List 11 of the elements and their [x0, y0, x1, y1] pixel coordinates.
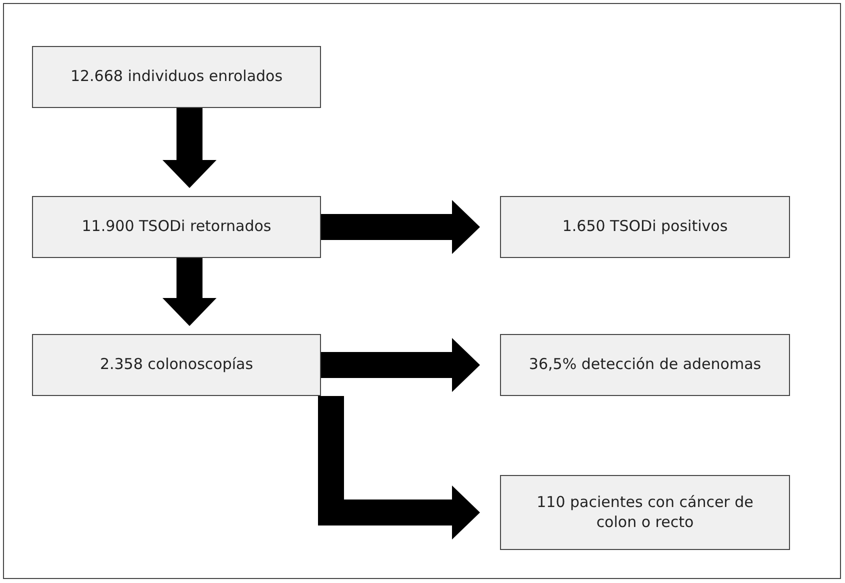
process-box: 36,5% detección de adenomas	[500, 334, 790, 396]
block-arrow	[162, 258, 216, 326]
process-box: 2.358 colonoscopías	[32, 334, 321, 396]
process-box: 110 pacientes con cáncer de colon o recto	[500, 475, 790, 550]
block-arrow	[162, 108, 216, 188]
block-arrow	[318, 396, 480, 540]
process-box: 1.650 TSODi positivos	[500, 196, 790, 258]
process-box: 12.668 individuos enrolados	[32, 46, 321, 108]
process-box: 11.900 TSODi retornados	[32, 196, 321, 258]
block-arrow	[321, 200, 480, 254]
block-arrow	[321, 338, 480, 392]
